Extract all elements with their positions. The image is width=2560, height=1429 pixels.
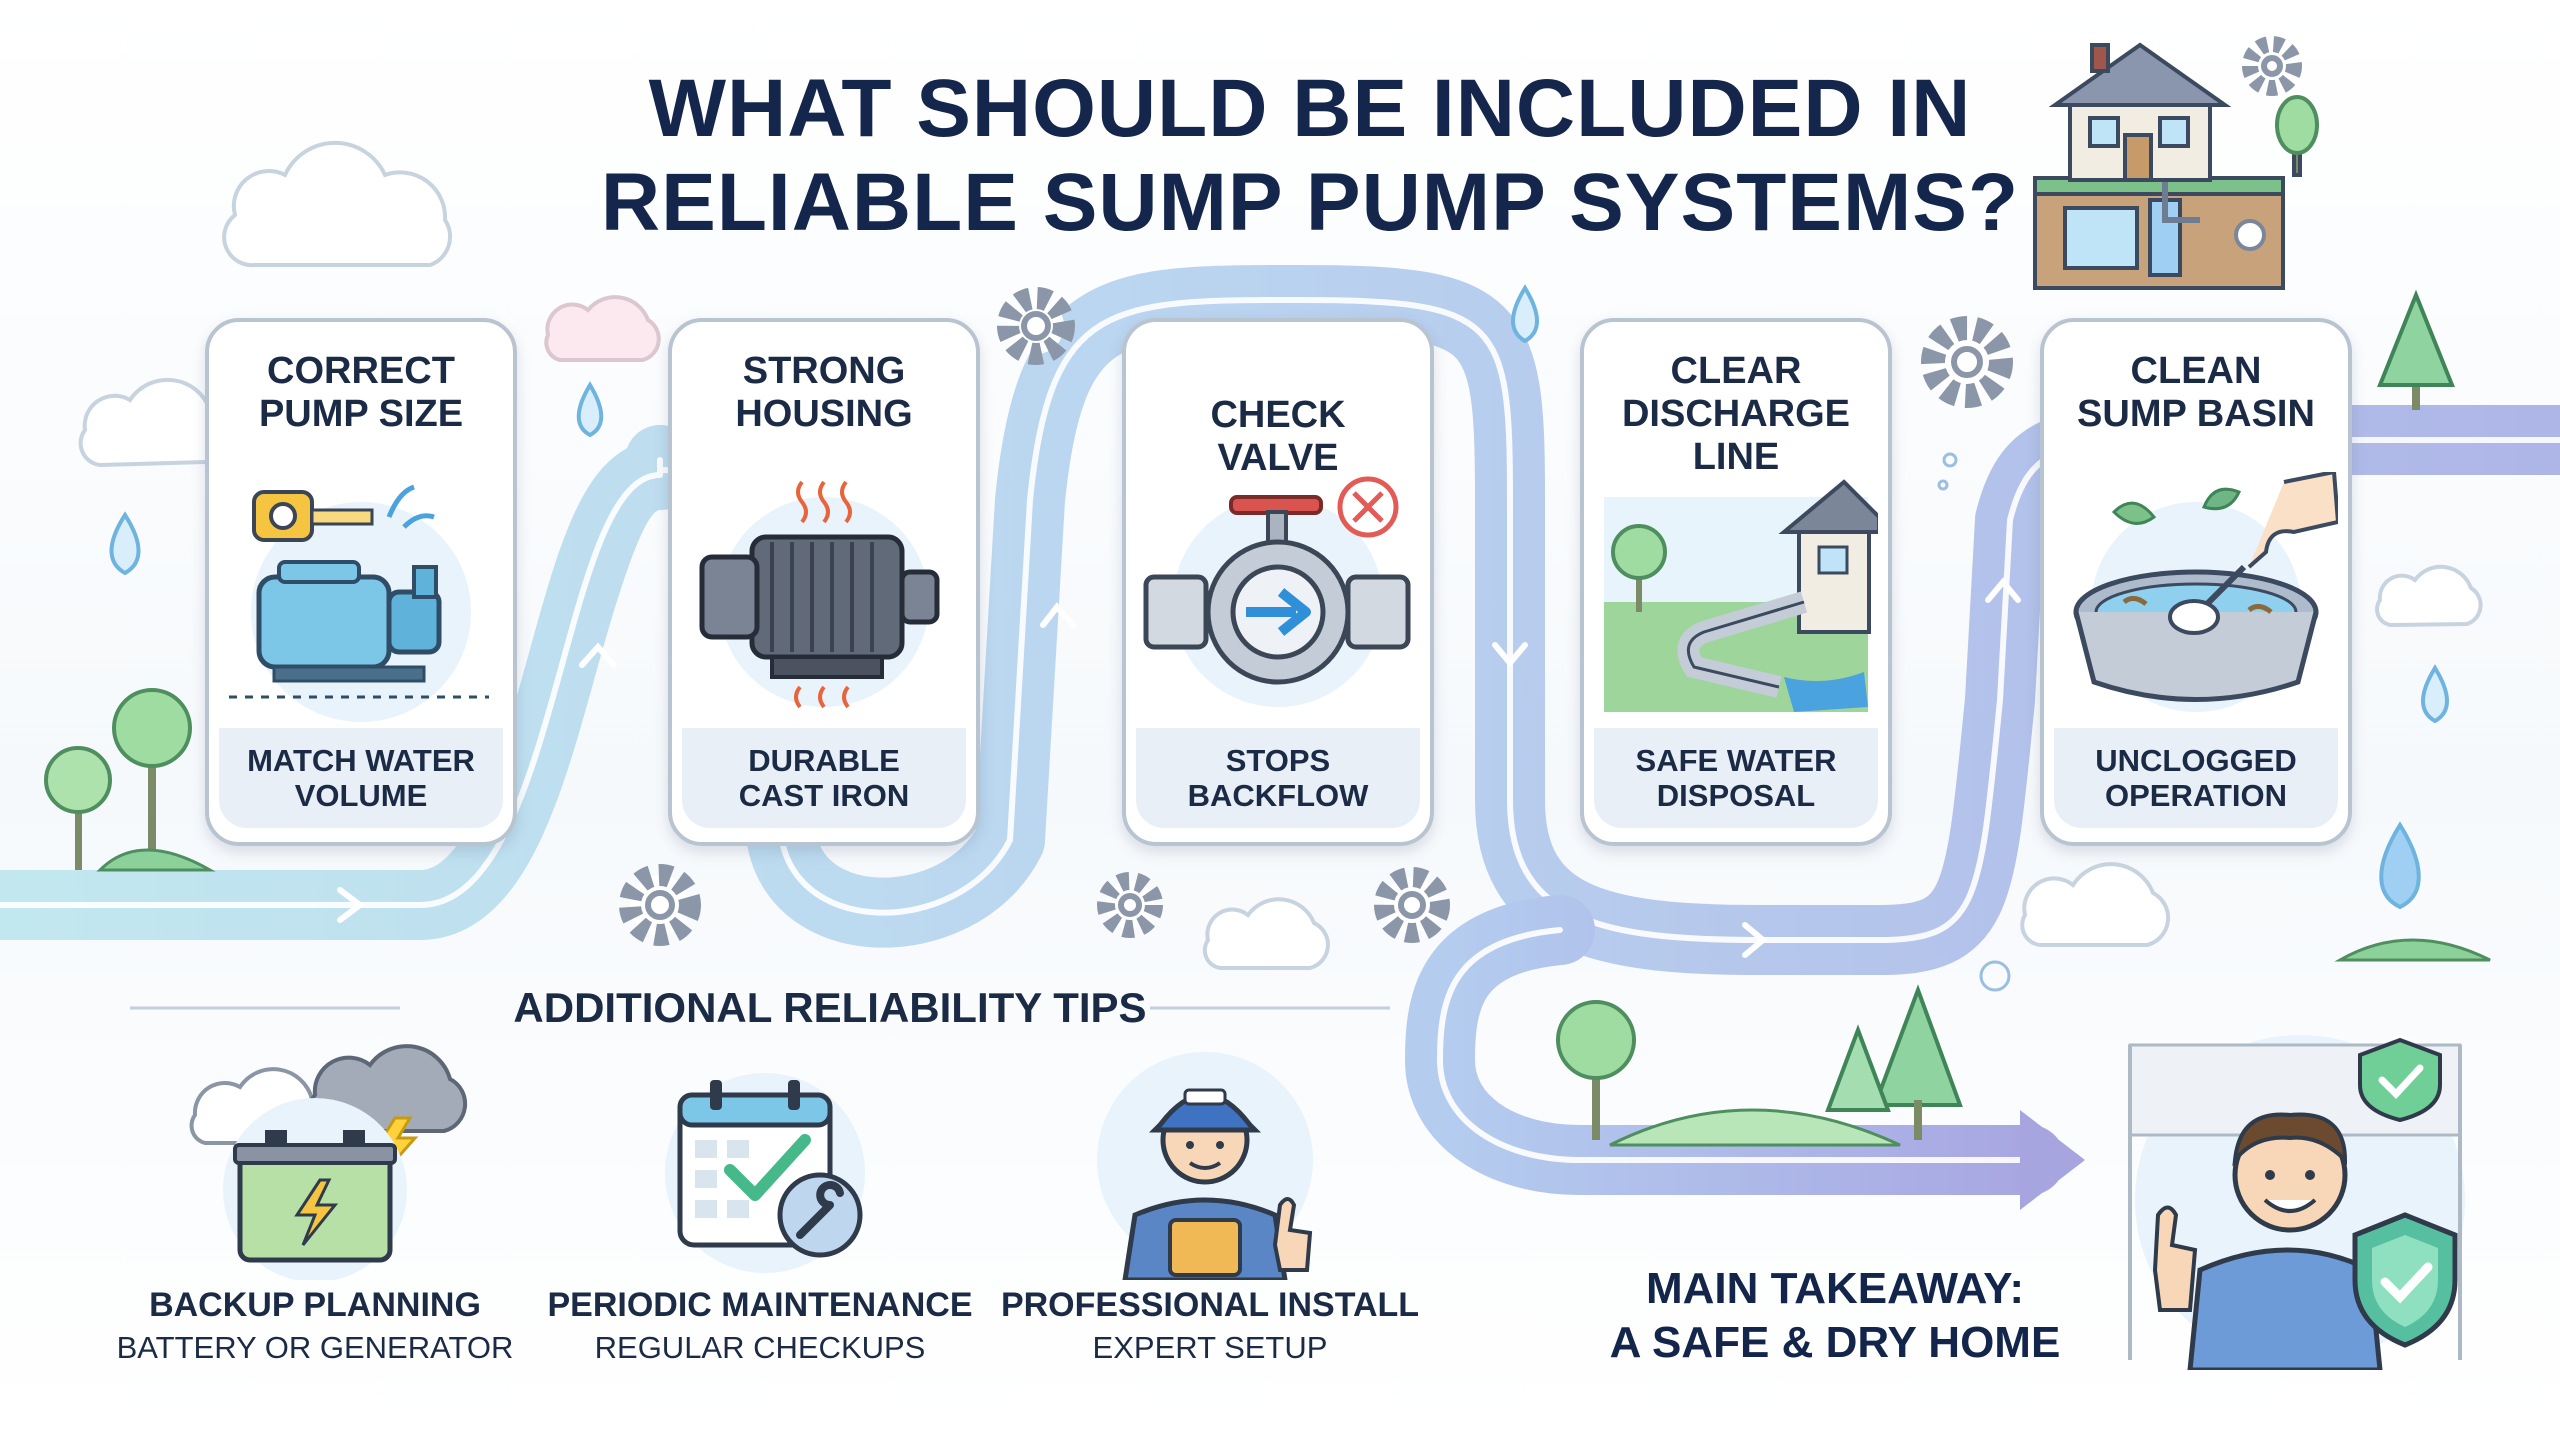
pump-with-tape-measure-icon	[229, 484, 489, 722]
house-cross-section	[2033, 42, 2319, 290]
clouds	[78, 140, 2483, 970]
step-card-strong-housing: STRONG HOUSING DURABLE CAST IRON	[668, 318, 980, 846]
step-subtitle: UNCLOGGED OPERATION	[2054, 728, 2338, 828]
tip-title: PERIODIC MAINTENANCE	[547, 1286, 973, 1324]
step-title: CHECK VALVE	[1210, 394, 1346, 479]
main-takeaway: MAIN TAKEAWAY: A SAFE & DRY HOME	[1575, 1262, 2095, 1370]
page-title: WHAT SHOULD BE INCLUDED IN RELIABLE SUMP…	[420, 62, 2200, 250]
step-card-pump-size: CORRECT PUMP SIZE MATCH WATER VOLUME	[205, 318, 517, 846]
tips-heading: ADDITIONAL RELIABILITY TIPS	[513, 984, 1147, 1031]
cast-iron-motor-icon	[699, 480, 940, 709]
tip-subtitle: REGULAR CHECKUPS	[594, 1330, 926, 1365]
step-subtitle: SAFE WATER DISPOSAL	[1594, 728, 1878, 828]
tip-subtitle: EXPERT SETUP	[1092, 1330, 1328, 1365]
takeaway-line-2: A SAFE & DRY HOME	[1609, 1318, 2061, 1367]
calendar-wrench-icon	[665, 1073, 865, 1273]
flow-path	[0, 265, 2560, 1195]
water-drops	[109, 284, 2449, 910]
flow-arrowhead	[2020, 1110, 2085, 1210]
takeaway-line-1: MAIN TAKEAWAY:	[1645, 1264, 2025, 1313]
backup-battery-icon	[223, 1098, 407, 1280]
tip-title: PROFESSIONAL INSTALL	[1000, 1286, 1420, 1324]
trees	[44, 289, 2491, 1147]
plumber-icon	[1097, 1052, 1313, 1280]
tip-title: BACKUP PLANNING	[149, 1286, 481, 1324]
tip-subtitle: BATTERY OR GENERATOR	[116, 1330, 514, 1365]
flow-chevrons	[337, 577, 2021, 958]
step-title: CORRECT PUMP SIZE	[258, 350, 464, 435]
step-card-check-valve: CHECK VALVE STOPS BACKFLOW	[1122, 318, 1434, 846]
step-title: CLEAN SUMP BASIN	[2077, 350, 2315, 435]
check-valve-icon	[1143, 476, 1411, 707]
title-line-1: WHAT SHOULD BE INCLUDED IN	[648, 63, 1972, 154]
step-subtitle: DURABLE CAST IRON	[682, 728, 966, 828]
sump-basin-cleaning-icon	[2073, 472, 2338, 712]
gears	[619, 36, 2302, 946]
happy-homeowner-shield-icon	[2128, 1035, 2465, 1370]
step-card-sump-basin: CLEAN SUMP BASIN UNCLOGGED OPERATION	[2040, 318, 2352, 846]
title-line-2: RELIABLE SUMP PUMP SYSTEMS?	[600, 157, 2020, 248]
tips-divider	[130, 1006, 1390, 1010]
discharge-pipe-icon	[1604, 479, 1878, 712]
step-title: CLEAR DISCHARGE LINE	[1621, 350, 1851, 478]
step-subtitle: STOPS BACKFLOW	[1136, 728, 1420, 828]
step-title: STRONG HOUSING	[735, 350, 913, 435]
step-card-discharge-line: CLEAR DISCHARGE LINE SAFE WATER DISPOSAL	[1580, 318, 1892, 846]
bubbles	[1937, 452, 2011, 992]
step-subtitle: MATCH WATER VOLUME	[219, 728, 503, 828]
